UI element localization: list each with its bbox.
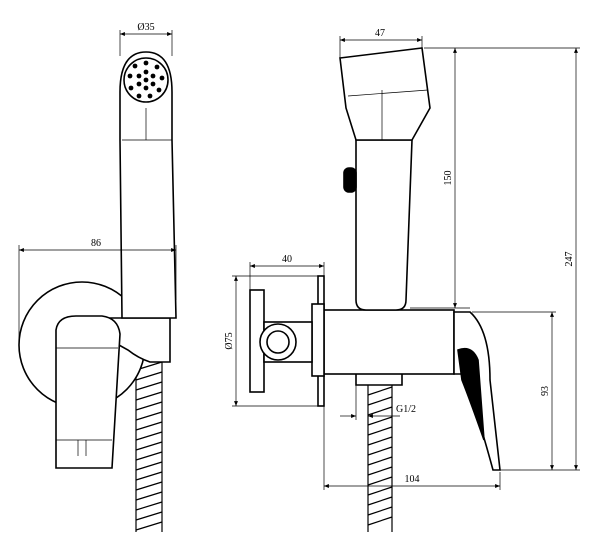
dim-label-47: 47 xyxy=(375,28,385,39)
side-handle xyxy=(355,139,413,311)
dimension-diameter-75: Ø75 xyxy=(224,275,318,407)
dim-label-40: 40 xyxy=(282,254,292,265)
side-view xyxy=(249,47,501,532)
dimension-86: 86 xyxy=(18,238,177,345)
dimension-diameter-35: Ø35 xyxy=(119,22,173,56)
side-body-collar xyxy=(311,303,325,377)
front-holder-bracket xyxy=(109,317,171,363)
dimension-93: 93 xyxy=(472,311,556,470)
dim-label-diameter-75: Ø75 xyxy=(224,332,235,349)
dimension-150: 150 xyxy=(410,47,580,309)
side-hose xyxy=(367,385,393,532)
dimension-40: 40 xyxy=(249,254,325,290)
dimension-247: 247 xyxy=(500,48,580,471)
dim-label-104: 104 xyxy=(405,474,420,485)
dim-label-150: 150 xyxy=(443,171,454,186)
front-view xyxy=(18,51,177,532)
dim-label-86: 86 xyxy=(91,238,101,249)
dimension-thread: G1/2 xyxy=(340,385,416,420)
dimension-104: 104 xyxy=(323,406,501,490)
spray-nozzles xyxy=(127,60,165,99)
dim-label-93: 93 xyxy=(540,386,551,396)
side-mixer-body xyxy=(323,309,455,375)
side-button xyxy=(343,167,357,193)
dimension-47: 47 xyxy=(339,28,423,58)
dim-label-247: 247 xyxy=(564,252,575,267)
side-lever-shade xyxy=(457,347,485,441)
front-lever xyxy=(55,315,121,469)
dim-label-diameter-35: Ø35 xyxy=(137,22,154,33)
front-hose xyxy=(135,360,163,532)
side-spray-head xyxy=(339,47,431,141)
dim-label-thread: G1/2 xyxy=(396,404,416,415)
